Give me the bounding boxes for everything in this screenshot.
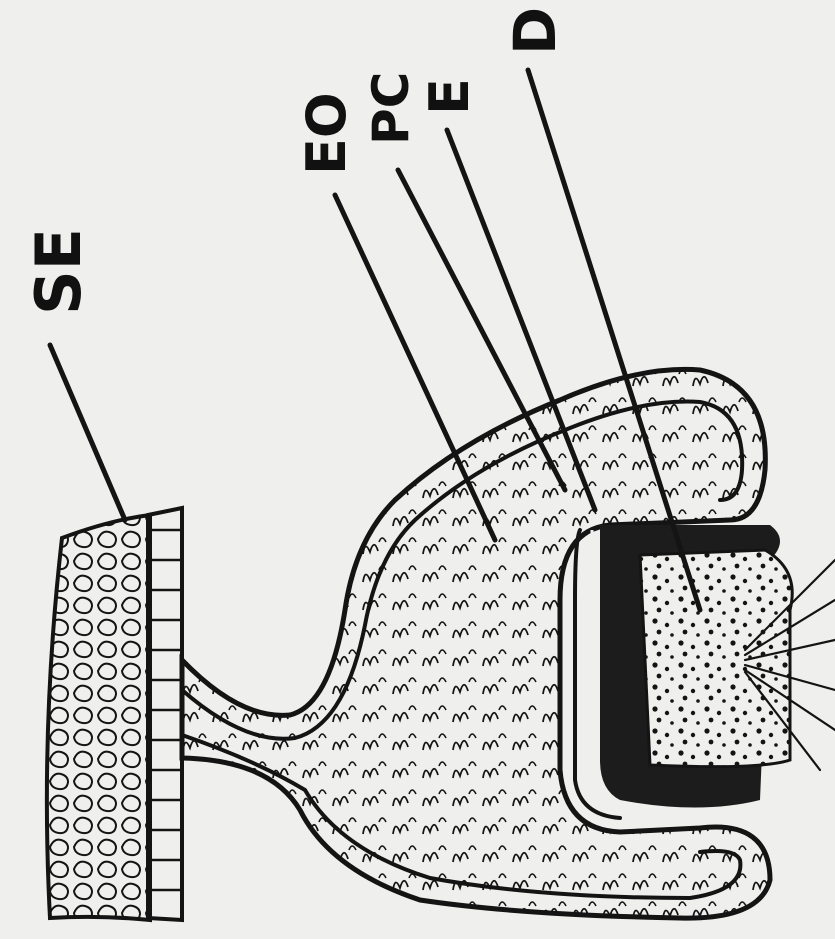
label-eo: EO [295, 92, 358, 175]
label-e: E [418, 78, 481, 115]
leader-line-se [50, 345, 125, 520]
label-d: D [501, 7, 569, 55]
surface-epithelium [47, 508, 182, 920]
dental-papilla [640, 550, 835, 770]
basal-layer-hatching [150, 530, 180, 890]
label-pc: PC [362, 72, 420, 145]
label-se: SE [22, 228, 95, 315]
